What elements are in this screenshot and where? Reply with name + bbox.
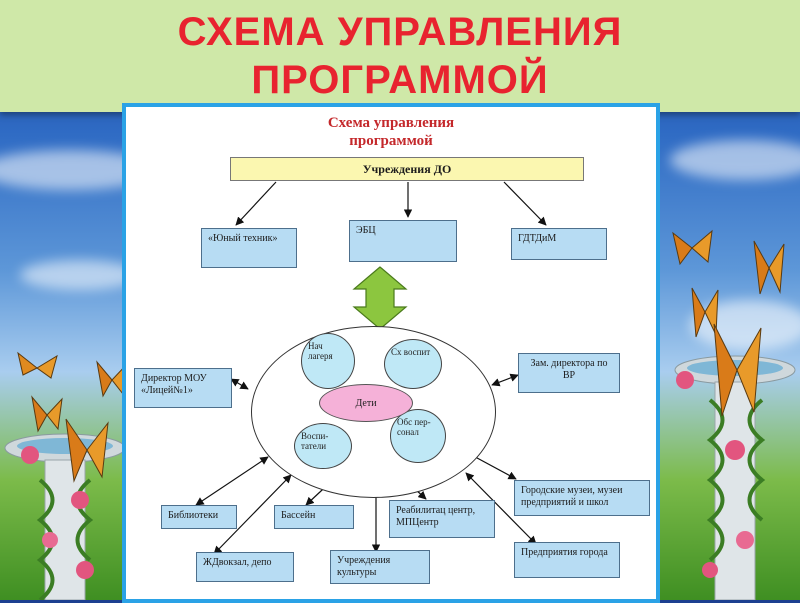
scheme-title-line2: программой <box>349 133 433 149</box>
box-museums: Городские музеи, музеи предприятий и шко… <box>514 480 650 516</box>
butterfly-icon <box>753 240 785 295</box>
box-rehab-center: Реабилитац центр, МПЦентр <box>389 500 495 538</box>
box-libraries: Библиотеки <box>161 505 237 529</box>
green-double-arrow <box>352 266 408 330</box>
butterfly-icon <box>672 229 713 266</box>
slide-title-line1: СХЕМА УПРАВЛЕНИЯ <box>177 10 623 54</box>
slide-title-line2: ПРОГРАММОЙ <box>251 58 549 102</box>
petal-educators: Воспи-татели <box>294 423 352 469</box>
arrow-railway <box>213 474 292 555</box>
butterfly-icon <box>17 351 58 379</box>
butterfly-icon <box>713 323 762 417</box>
cloud <box>670 140 800 180</box>
scheme-title-line1: Схема управления <box>327 115 455 131</box>
scheme-panel: Схема управления программой Учреждения Д… <box>122 103 660 603</box>
arrow-director <box>230 378 249 390</box>
arrow-to-gdtdim <box>503 181 547 226</box>
box-gdtdim: ГДТДиМ <box>511 228 607 260</box>
box-city-enterprises: Предприятия города <box>514 542 620 578</box>
butterfly-icon <box>691 287 719 338</box>
arrow-to-yuny-tekhnik <box>235 181 277 226</box>
slide-title: СХЕМА УПРАВЛЕНИЯ ПРОГРАММОЙ <box>0 8 800 104</box>
box-director-lyceum: Директор МОУ «Лицей№1» <box>134 368 232 408</box>
top-box-institutions-do: Учреждения ДО <box>230 157 584 181</box>
petal-service-staff: Обс пер-сонал <box>390 409 446 463</box>
box-ebc: ЭБЦ <box>349 220 457 262</box>
petal-camp-heads: Нач лагеря <box>301 333 355 389</box>
center-children: Дети <box>319 384 413 422</box>
arrow-deputy <box>491 373 519 387</box>
box-culture-institutions: Учреждения культуры <box>330 550 430 584</box>
cloud <box>20 260 140 290</box>
arrow-libraries <box>195 456 269 506</box>
arrow-enterprises <box>465 472 537 545</box>
box-pool: Бассейн <box>274 505 354 529</box>
title-banner <box>0 0 800 112</box>
butterfly-icon <box>31 395 63 433</box>
scheme-title: Схема управления программой <box>126 114 656 150</box>
petal-school-educators: Сх воспит <box>384 339 442 389</box>
box-deputy-director: Зам. директора по ВР <box>518 353 620 393</box>
box-railway-station: ЖДвокзал, депо <box>196 552 294 582</box>
butterfly-icon <box>65 418 109 483</box>
box-yuny-tekhnik: «Юный техник» <box>201 228 297 268</box>
